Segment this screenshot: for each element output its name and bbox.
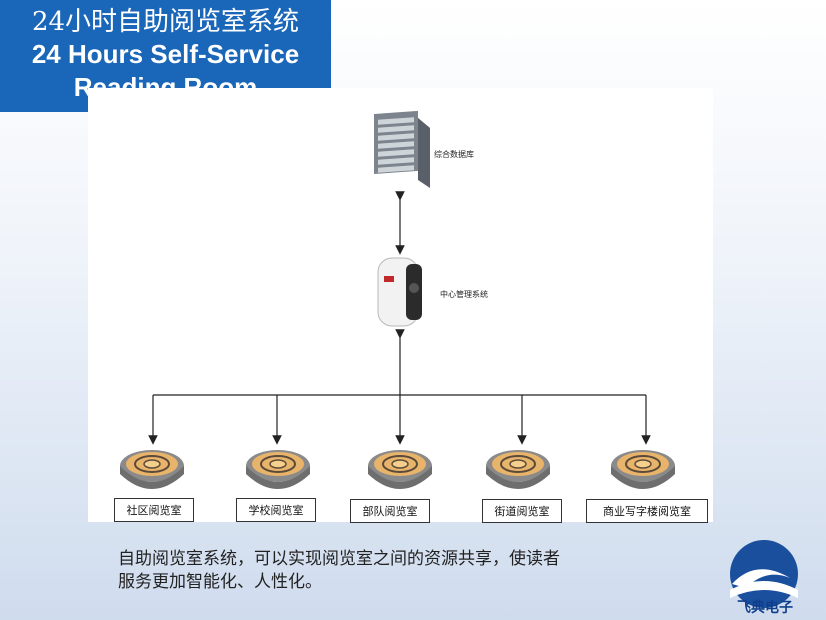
title-banner: 24小时自助阅览室系统 24 Hours Self-Service Readin… (0, 0, 331, 112)
server-label: 综合数据库 (434, 150, 474, 159)
description-line-1: 自助阅览室系统，可以实现阅览室之间的资源共享，使读者 (118, 549, 560, 569)
connector-lines (120, 110, 675, 489)
room-label-army: 部队阅览室 (350, 499, 430, 523)
management-terminal-icon (377, 257, 422, 327)
page-title-chinese: 24小时自助阅览室系统 (31, 7, 300, 37)
server-rack-icon (374, 110, 430, 188)
center-system-label: 中心管理系统 (440, 290, 488, 299)
room-label-school: 学校阅览室 (236, 498, 316, 522)
room-label-street: 街道阅览室 (482, 499, 562, 523)
room-label-community: 社区阅览室 (114, 498, 194, 522)
company-logo-text: 飞典电子 (737, 600, 793, 616)
reading-room-icon-3 (368, 450, 432, 489)
company-logo-icon (730, 540, 798, 608)
reading-room-icon-4 (486, 450, 550, 489)
reading-room-icon-1 (120, 450, 184, 489)
description-line-2: 服务更加智能化、人性化。 (118, 572, 322, 592)
description-text: 自助阅览室系统，可以实现阅览室之间的资源共享，使读者 服务更加智能化、人性化。 (118, 548, 678, 594)
room-label-office-building: 商业写字楼阅览室 (586, 499, 708, 523)
network-diagram: 综合数据库 中心管理系统 社区阅览室 学校阅览室 部队阅览室 街道阅览室 商业写… (88, 88, 713, 523)
page-title-english-line1: 24 Hours Self-Service (31, 39, 300, 69)
reading-room-icon-5 (611, 450, 675, 489)
reading-room-icon-2 (246, 450, 310, 489)
